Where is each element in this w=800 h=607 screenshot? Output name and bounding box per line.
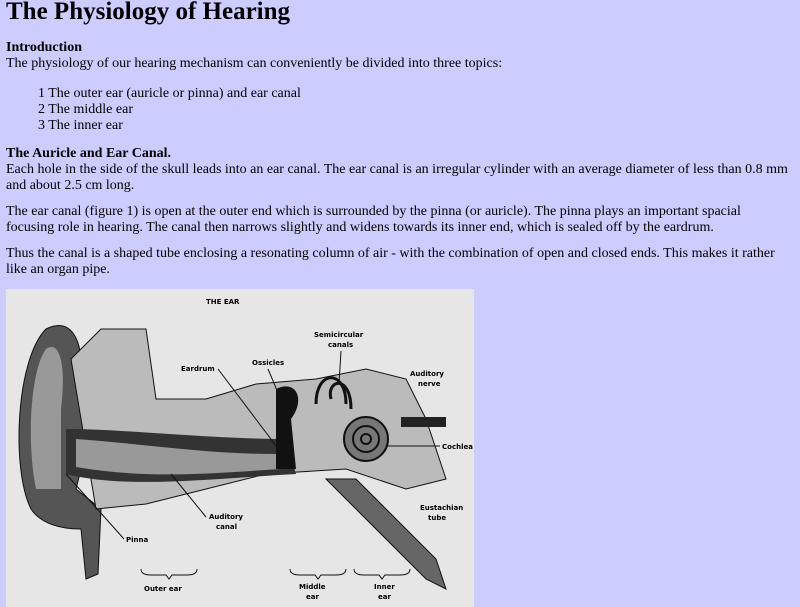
label-cochlea: Cochlea: [442, 443, 473, 451]
label-middle-ear-1: Middle: [299, 583, 326, 591]
label-middle-ear-2: ear: [306, 593, 319, 601]
page-title: The Physiology of Hearing: [6, 0, 291, 25]
label-outer-ear: Outer ear: [144, 585, 182, 593]
list-item: 3 The inner ear: [38, 118, 123, 133]
list-item: 2 The middle ear: [38, 102, 133, 117]
introduction-section: Introduction The physiology of our heari…: [6, 40, 792, 134]
paragraph: Thus the canal is a shaped tube enclosin…: [6, 246, 775, 277]
figure-title: THE EAR: [206, 298, 240, 306]
label-auditory-canal-2: canal: [216, 523, 237, 531]
label-tube: tube: [428, 514, 446, 522]
auricle-heading: The Auricle and Ear Canal.: [6, 146, 172, 161]
label-inner-ear-2: ear: [378, 593, 391, 601]
label-eardrum: Eardrum: [181, 365, 215, 373]
label-auditory-canal-1: Auditory: [209, 513, 243, 521]
ear-diagram-figure: THE EAR Semicircular canals Eardrum Ossi…: [6, 289, 474, 607]
label-auditory: Auditory: [410, 370, 444, 378]
auricle-section: The Auricle and Ear Canal. Each hole in …: [6, 146, 792, 278]
introduction-heading: Introduction: [6, 40, 82, 55]
label-inner-ear-1: Inner: [374, 583, 395, 591]
label-canals: canals: [328, 341, 353, 349]
paragraph: The ear canal (figure 1) is open at the …: [6, 204, 741, 235]
label-nerve: nerve: [418, 380, 441, 388]
paragraph: Each hole in the side of the skull leads…: [6, 162, 788, 193]
label-pinna: Pinna: [126, 536, 148, 544]
label-ossicles: Ossicles: [252, 359, 284, 367]
list-item: 1 The outer ear (auricle or pinna) and e…: [38, 86, 301, 101]
label-eustachian: Eustachian: [420, 504, 463, 512]
introduction-text: The physiology of our hearing mechanism …: [6, 56, 503, 71]
topics-list: 1 The outer ear (auricle or pinna) and e…: [38, 86, 792, 134]
label-semicircular: Semicircular: [314, 331, 364, 339]
